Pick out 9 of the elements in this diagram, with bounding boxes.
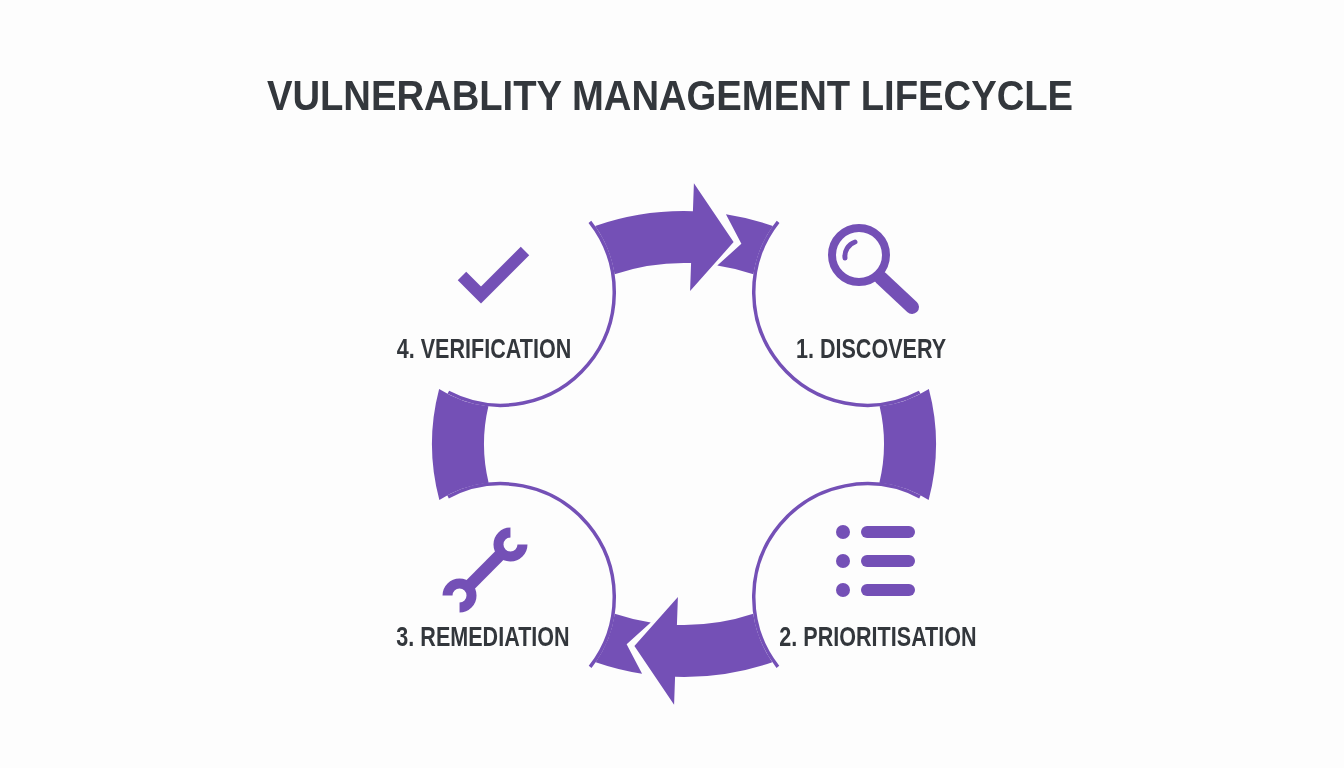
step-label: 4. VERIFICATION (396, 335, 572, 363)
curved-arrow (595, 596, 773, 705)
curved-connector (432, 388, 489, 500)
curved-connector (879, 388, 936, 500)
step-label: 1. DISCOVERY (795, 335, 947, 363)
diagram-title: VULNERABLITY MANAGEMENT LIFECYCLE (266, 73, 1074, 120)
step-label: 3. REMEDIATION (396, 623, 570, 651)
curved-arrow (595, 183, 773, 292)
step-label: 2. PRIORITISATION (779, 623, 977, 651)
